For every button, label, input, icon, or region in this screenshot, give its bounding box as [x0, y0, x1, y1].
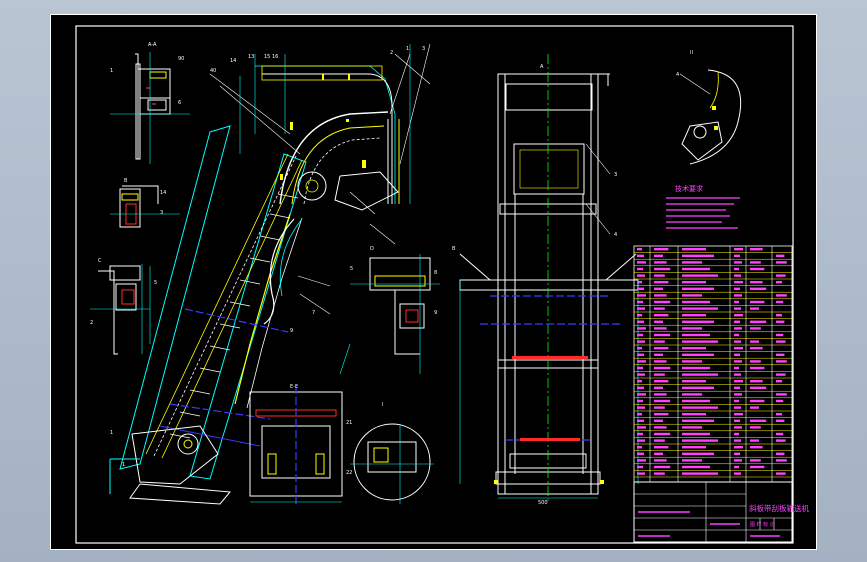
svg-text:B: B: [452, 246, 456, 252]
svg-text:90: 90: [178, 56, 184, 62]
detail-view-center: D 8 9: [350, 246, 440, 374]
svg-text:1: 1: [406, 46, 409, 52]
notes-title: 技术要求: [675, 184, 703, 193]
svg-text:4: 4: [614, 232, 617, 238]
detail-view-upper-left: A-A 90 6 1: [110, 42, 190, 164]
svg-text:3: 3: [614, 172, 617, 178]
drawing-title: 斜板带刮板输送机: [749, 503, 809, 513]
svg-text:4: 4: [676, 72, 679, 78]
svg-text:22: 22: [346, 470, 352, 476]
svg-text:7: 7: [312, 310, 315, 316]
svg-text:3: 3: [422, 46, 425, 52]
title-block: 斜板带刮板输送机 图 样 标 记: [633, 481, 809, 543]
svg-text:14: 14: [230, 58, 236, 64]
svg-text:1: 1: [122, 462, 125, 468]
svg-text:B: B: [124, 178, 128, 184]
drawing-subtitle: 图 样 标 记: [750, 521, 775, 528]
svg-text:9: 9: [290, 328, 293, 334]
svg-text:E-E: E-E: [290, 384, 298, 390]
svg-text:15 16: 15 16: [264, 54, 278, 60]
svg-text:14: 14: [160, 190, 166, 196]
svg-text:1: 1: [110, 430, 113, 436]
parts-list-table: [633, 245, 793, 483]
front-view-frame: A B 3 4 500: [452, 54, 639, 506]
svg-text:3: 3: [160, 210, 163, 216]
svg-text:D: D: [370, 246, 374, 252]
svg-text:13: 13: [248, 54, 254, 60]
svg-text:6: 6: [178, 100, 181, 106]
inner-frame: [75, 25, 794, 544]
svg-text:II: II: [690, 50, 693, 56]
detail-view-lower-left: C 2 5: [90, 258, 157, 355]
svg-text:A-A: A-A: [148, 42, 157, 48]
svg-text:500: 500: [538, 500, 548, 506]
svg-text:2: 2: [390, 50, 393, 56]
outer-frame: [50, 14, 817, 550]
svg-text:5: 5: [154, 280, 157, 286]
svg-text:1: 1: [110, 68, 113, 74]
circle-detail-bottom: I: [350, 402, 434, 504]
technical-notes: 技术要求: [666, 184, 740, 229]
svg-text:9: 9: [434, 310, 437, 316]
detail-view-mid-left: B 14 3: [110, 178, 180, 228]
svg-text:8: 8: [434, 270, 437, 276]
detail-view-top-right: II 4: [676, 50, 742, 165]
svg-text:21: 21: [346, 420, 352, 426]
section-view-bottom: E-E 21 22: [249, 384, 352, 504]
svg-text:C: C: [98, 258, 102, 264]
svg-text:2: 2: [90, 320, 93, 326]
svg-text:A: A: [540, 64, 544, 70]
svg-text:I: I: [382, 402, 383, 408]
svg-text:40: 40: [210, 68, 216, 74]
svg-text:5: 5: [350, 266, 353, 272]
